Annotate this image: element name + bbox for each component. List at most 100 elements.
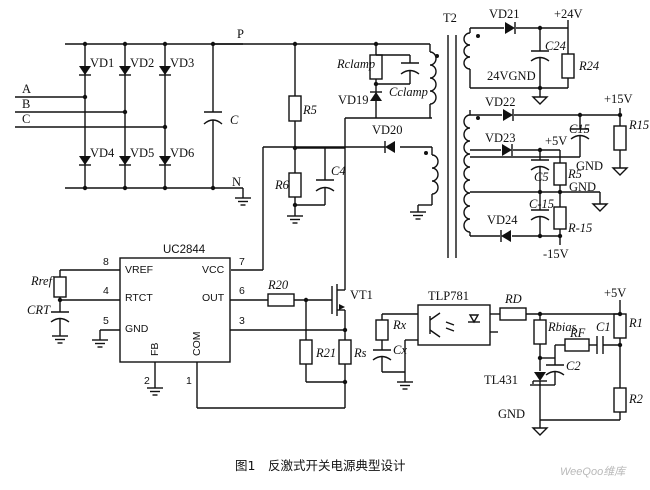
output-neg15v: [470, 192, 567, 245]
input-b-label: B: [22, 97, 30, 111]
r5-label: R5: [302, 103, 317, 117]
pin2-number: 2: [144, 375, 150, 387]
r20-label: R20: [267, 278, 289, 292]
uc2844-controller: [119, 257, 231, 363]
ground-symbol: [146, 387, 164, 396]
c1-label: C1: [596, 320, 611, 334]
pin3-number: 3: [239, 315, 245, 327]
vd6-label: VD6: [170, 146, 194, 160]
gnd5-label: GND: [569, 180, 596, 194]
r24-label: R24: [578, 59, 599, 73]
rf-label: RF: [569, 326, 586, 340]
tl431-symbol: [532, 372, 547, 395]
rail-p-label: P: [237, 27, 244, 41]
output-24v: [469, 20, 575, 97]
vd2-label: VD2: [130, 56, 154, 70]
ground-symbol: [532, 96, 548, 105]
pin-com-label: COM: [191, 332, 203, 357]
crt-label: CRT: [27, 303, 51, 317]
rail-n-label: N: [232, 175, 241, 189]
vd22-label: VD22: [485, 95, 516, 109]
pin-rtct-label: RTCT: [125, 292, 153, 304]
rneg15-label: R-15: [567, 221, 592, 235]
gnd15-label: GND: [576, 159, 603, 173]
mosfet-vt1: [331, 148, 346, 330]
ground-symbol: [51, 335, 69, 344]
c24-label: C24: [545, 39, 566, 53]
input-a-label: A: [22, 82, 31, 96]
ground-symbol: [532, 427, 548, 436]
watermark: WeeQoo维库: [560, 465, 627, 478]
vt1-label: VT1: [350, 288, 373, 302]
vd5-label: VD5: [130, 146, 154, 160]
optocoupler-tlp781: [417, 304, 491, 346]
aux-rectifier: [231, 118, 385, 271]
diode-vd19: [369, 91, 383, 102]
bulk-cap-label: C: [230, 113, 239, 127]
rx-label: Rx: [392, 318, 407, 332]
ground-symbol: [409, 211, 427, 220]
pin-vref-label: VREF: [125, 264, 153, 276]
vd19-label: VD19: [338, 93, 369, 107]
input-c-label: C: [22, 112, 30, 126]
rclamp-label: Rclamp: [336, 57, 375, 71]
ground-symbol: [91, 339, 109, 348]
v24-label: +24V: [554, 7, 583, 21]
output-15v: [470, 108, 627, 168]
cneg15-label: C-15: [529, 197, 554, 211]
c2-label: C2: [566, 359, 581, 373]
r6-label: R6: [274, 178, 290, 192]
gnd24-label: 24VGND: [487, 69, 536, 83]
r1-label: R1: [628, 316, 643, 330]
cx-label: Cx: [393, 343, 407, 357]
output-5v: [470, 147, 601, 204]
vd21-label: VD21: [489, 7, 520, 21]
bulk-capacitor: C: [203, 41, 239, 191]
vd23-label: VD23: [485, 131, 516, 145]
pin6-number: 6: [239, 285, 245, 297]
pin-vcc-label: VCC: [202, 264, 225, 276]
vneg15-label: -15V: [543, 247, 569, 261]
r15-label: R15: [628, 118, 649, 132]
diode-vd21: [504, 21, 516, 35]
vd4-label: VD4: [90, 146, 115, 160]
r5-out-label: R5: [567, 167, 582, 181]
cclamp-label: Cclamp: [389, 85, 428, 99]
pin7-number: 7: [239, 256, 245, 268]
vd3-label: VD3: [170, 56, 194, 70]
gate-drive: [196, 293, 352, 409]
v5-label: +5V: [545, 134, 567, 148]
transformer-t2: [400, 28, 480, 258]
rd-label: RD: [504, 292, 522, 306]
rectifier-bridge: VD1 VD2 VD3 VD4 VD5 VD6: [65, 41, 243, 191]
pin-out-label: OUT: [202, 292, 225, 304]
feedback-network: [372, 313, 418, 382]
timing-network: [50, 269, 156, 388]
c5-label: C5: [534, 170, 549, 184]
transformer-label: T2: [443, 11, 457, 25]
ground-symbol: [286, 215, 304, 224]
ground-symbol: [592, 203, 608, 212]
diode-vd22: [502, 108, 514, 122]
figure-caption: 图1 反激式开关电源典型设计: [235, 458, 405, 473]
rbias-label: Rbias: [547, 320, 577, 334]
pin-fb-label: FB: [149, 343, 161, 356]
feedback-gnd-label: GND: [498, 407, 525, 421]
rref-label: Rref: [30, 274, 54, 288]
ground-symbol: [234, 197, 252, 206]
diode-vd24: [500, 229, 512, 243]
diode-vd23: [501, 143, 513, 157]
pin8-number: 8: [103, 256, 109, 268]
tl431-label: TL431: [484, 373, 518, 387]
controller-name: UC2844: [163, 244, 206, 256]
pin5-number: 5: [103, 315, 109, 327]
v15-label: +15V: [604, 92, 633, 106]
c4-label: C4: [331, 164, 346, 178]
pin-gnd-label: GND: [125, 323, 149, 335]
c15-label: C15: [569, 122, 590, 136]
vd1-label: VD1: [90, 56, 114, 70]
r2-label: R2: [628, 392, 643, 406]
phase-inputs: A B C: [15, 82, 168, 130]
shunt-regulator: [490, 300, 627, 428]
